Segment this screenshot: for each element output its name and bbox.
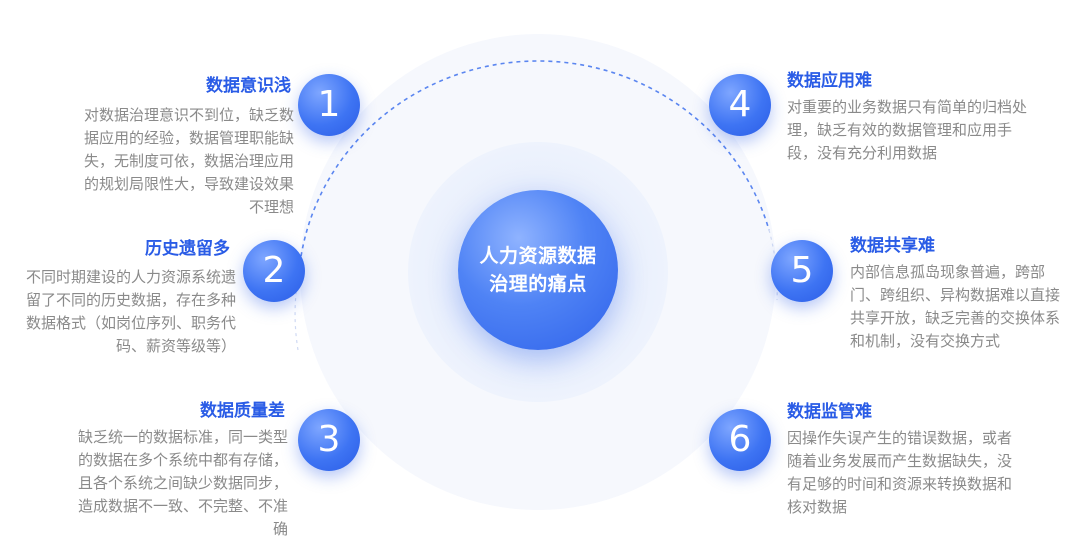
number-2-badge: 2 — [243, 240, 305, 302]
number-6-badge: 6 — [709, 409, 771, 471]
item-5-title: 数据共享难 — [850, 236, 935, 256]
item-4-title: 数据应用难 — [787, 71, 872, 91]
number-3-badge: 3 — [298, 409, 360, 471]
item-2-desc: 不同时期建设的人力资源系统遗留了不同的历史数据，存在多种数据格式（如岗位序列、职… — [25, 268, 236, 355]
item-6-desc: 因操作失误产生的错误数据，或者随着业务发展而产生数据缺失，没有足够的时间和资源来… — [787, 429, 1013, 516]
item-5-desc: 内部信息孤岛现象普遍，跨部门、跨组织、异构数据难以直接共享开放，缺乏完善的交换体… — [850, 263, 1061, 350]
dashed-arc — [298, 60, 770, 273]
number-4-badge: 4 — [709, 74, 771, 136]
item-4-desc: 对重要的业务数据只有简单的归档处理，缺乏有效的数据管理和应用手段，没有充分利用数… — [787, 98, 1028, 162]
number-1-badge: 1 — [298, 74, 360, 136]
item-6-title: 数据监管难 — [787, 402, 872, 422]
center-disc: 人力资源数据治理的痛点 — [458, 190, 618, 350]
item-1-desc: 对数据治理意识不到位，缺乏数据应用的经验，数据管理职能缺失，无制度可依，数据治理… — [83, 106, 294, 216]
item-1-title: 数据意识浅 — [206, 76, 291, 96]
item-3-title: 数据质量差 — [200, 401, 285, 421]
center-title: 人力资源数据治理的痛点 — [479, 245, 597, 295]
number-5-badge: 5 — [771, 240, 833, 302]
item-3-desc: 缺乏统一的数据标准，同一类型的数据在多个系统中都有存储，且各个系统之间缺少数据同… — [77, 428, 288, 538]
item-2-title: 历史遗留多 — [145, 239, 230, 259]
